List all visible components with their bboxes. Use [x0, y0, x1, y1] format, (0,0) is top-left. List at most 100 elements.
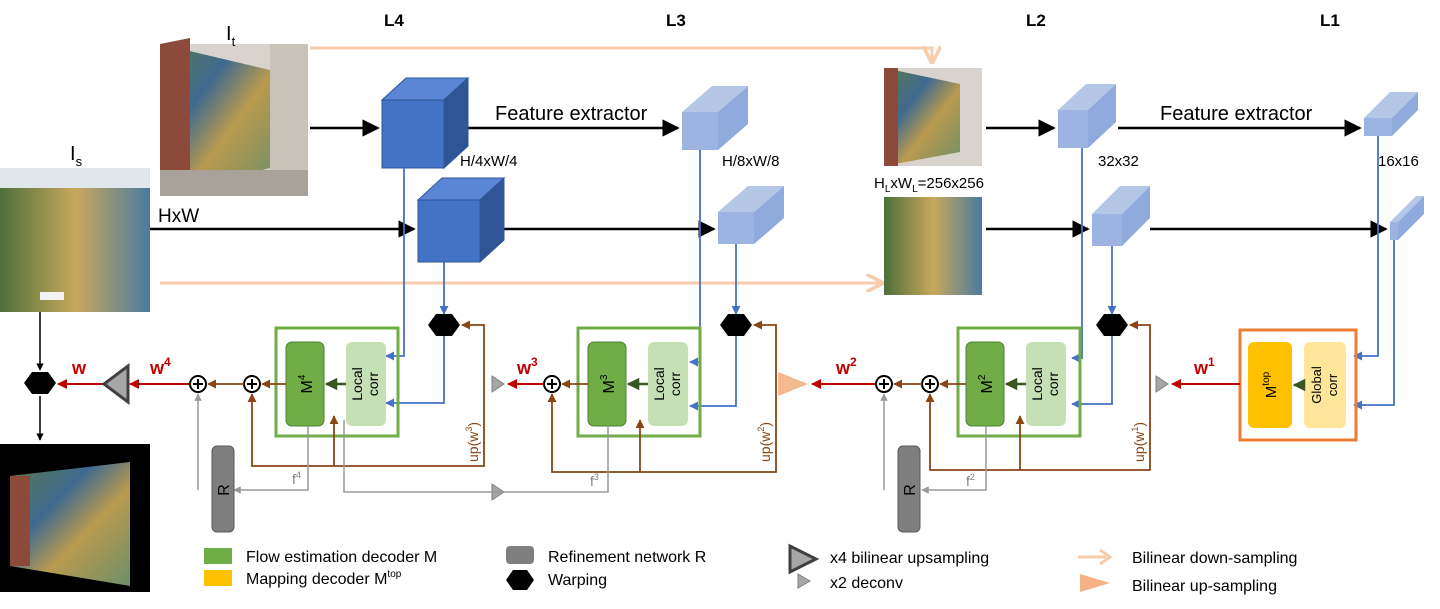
target-image-small: [884, 68, 982, 166]
s32-label: 32x32: [1098, 153, 1139, 170]
feature-extractor-label-left: Feature extractor: [495, 103, 648, 125]
legend-mapping-decoder: Mapping decoder Mtop: [246, 569, 402, 588]
plus-node-3: [543, 375, 561, 393]
legend-flow-decoder-swatch: [204, 548, 232, 564]
gray-f4-to-r: [233, 426, 309, 494]
flow-w-label: w: [71, 358, 87, 378]
deconv-triangle-l1: [1155, 375, 1169, 393]
feature-extractor-label-right: Feature extractor: [1160, 103, 1313, 125]
gray-f2-to-r: [921, 426, 987, 494]
global-corr-l1: [1304, 342, 1346, 428]
brown-upw2-feedback: [547, 384, 777, 473]
legend-bilinear-up: Bilinear up-sampling: [1132, 578, 1277, 595]
flow-decoder-m4-label: M4: [297, 374, 316, 393]
flow-w3-label: w3: [516, 355, 538, 378]
bilinear-upsample-triangle: [778, 372, 808, 396]
feature-cube-l1-source: [1390, 196, 1424, 240]
warp-hexagon-l2: [1096, 314, 1128, 336]
brown-upw3-to-warp: [461, 320, 485, 384]
local-corr-l2-label: Local: [1029, 367, 1045, 400]
legend-warping-icon: [506, 570, 534, 590]
local-corr-l3-label-2: corr: [667, 372, 683, 396]
legend-refinement-swatch: [506, 546, 534, 564]
level-l2: L2: [1026, 11, 1046, 30]
flow-w2-label: w2: [835, 355, 857, 378]
refinement-r-l2: [897, 445, 921, 533]
downsample-arrow-target: [310, 48, 932, 62]
brown-upw2-to-warp: [753, 320, 777, 384]
blue-l3-warp-to-corr: [689, 336, 737, 411]
h4w4-label: H/4xW/4: [460, 153, 518, 170]
legend-flow-decoder: Flow estimation decoder M: [246, 549, 437, 566]
plus-node-2: [243, 375, 261, 393]
legend-x4-icon: [788, 543, 820, 575]
feature-cube-l2-source: [1092, 186, 1150, 246]
warp-hexagon-final: [24, 372, 56, 394]
local-corr-l4-label-2: corr: [365, 372, 381, 396]
source-image: [0, 168, 150, 312]
refinement-r-l2-label: R: [902, 484, 919, 496]
local-corr-l3-label: Local: [651, 367, 667, 400]
blue-l2-target-to-corr: [1071, 148, 1083, 363]
f2-label: f2: [966, 472, 975, 489]
plus-node-1: [189, 375, 207, 393]
local-corr-l4: [346, 342, 386, 426]
brown-upw1-feedback: [925, 384, 1151, 471]
legend-x2-icon: [797, 573, 811, 589]
refinement-r-l4-label: R: [216, 484, 233, 496]
legend-bilinear-down-icon: [1078, 548, 1113, 566]
feature-cube-l3-source: [718, 186, 784, 244]
warp-hexagon-l4: [428, 314, 460, 336]
plus-node-5: [921, 375, 939, 393]
global-corr-label-2: corr: [1325, 373, 1340, 396]
legend-x4-upsampling: x4 bilinear upsampling: [830, 550, 989, 567]
legend-bilinear-down: Bilinear down-sampling: [1132, 550, 1297, 567]
legend-refinement: Refinement network R: [548, 549, 706, 566]
f4-label: f4: [292, 470, 301, 487]
h8w8-label: H/8xW/8: [722, 153, 780, 170]
mapping-decoder-mtop: [1248, 342, 1292, 428]
source-image-label: Is: [70, 143, 83, 169]
hl-label: HLxWL=256x256: [874, 175, 984, 195]
up-w2-label: up(w2): [756, 422, 773, 462]
feature-cube-l4-target: [380, 76, 470, 170]
local-corr-l2-label-2: corr: [1045, 372, 1061, 396]
legend-x2-deconv: x2 deconv: [830, 575, 903, 592]
blue-l1-target-to-corr: [1353, 136, 1379, 361]
flow-decoder-m2-label: M2: [977, 374, 996, 393]
legend-bilinear-up-icon: [1080, 574, 1110, 592]
brown-upw1-to-warp: [1129, 320, 1151, 384]
feature-cube-l3-target: [682, 86, 748, 150]
decoder-box-l4: [274, 326, 400, 438]
flow-w4-label: w4: [149, 355, 171, 378]
gray-f3-line: [343, 420, 609, 493]
target-image-label: It: [226, 23, 236, 49]
mapping-decoder-mtop-label: Mtop: [1261, 371, 1280, 398]
up-w3-label: up(w3): [464, 422, 481, 462]
feature-cube-l2-target: [1058, 84, 1116, 148]
legend-mapping-decoder-swatch: [204, 570, 232, 586]
flow-decoder-m3-label: M3: [599, 374, 618, 393]
brown-upw3-feedback: [247, 384, 485, 467]
local-corr-l4-label: Local: [349, 367, 365, 400]
target-image: [160, 38, 308, 196]
deconv-triangle-l3: [491, 375, 505, 393]
decoder-box-l2: [956, 326, 1082, 438]
global-corr-label: Global: [1309, 366, 1324, 404]
level-l3: L3: [666, 11, 686, 30]
up-w1-label: up(w1): [1130, 422, 1147, 462]
hxw-label: HxW: [158, 206, 199, 227]
s16-label: 16x16: [1378, 153, 1419, 170]
plus-node-4: [875, 375, 893, 393]
decoder-box-l3: [576, 326, 702, 438]
f3-label: f3: [590, 472, 599, 489]
local-corr-l3: [648, 342, 688, 426]
blue-l4-target-to-corr: [385, 168, 405, 361]
feature-cube-l4-source: [416, 176, 506, 264]
level-l1: L1: [1320, 11, 1340, 30]
level-l4: L4: [384, 11, 404, 30]
blue-l2-warp-to-corr: [1071, 336, 1113, 409]
source-image-small: [884, 197, 982, 295]
blue-l4-warp-to-corr: [385, 336, 445, 408]
